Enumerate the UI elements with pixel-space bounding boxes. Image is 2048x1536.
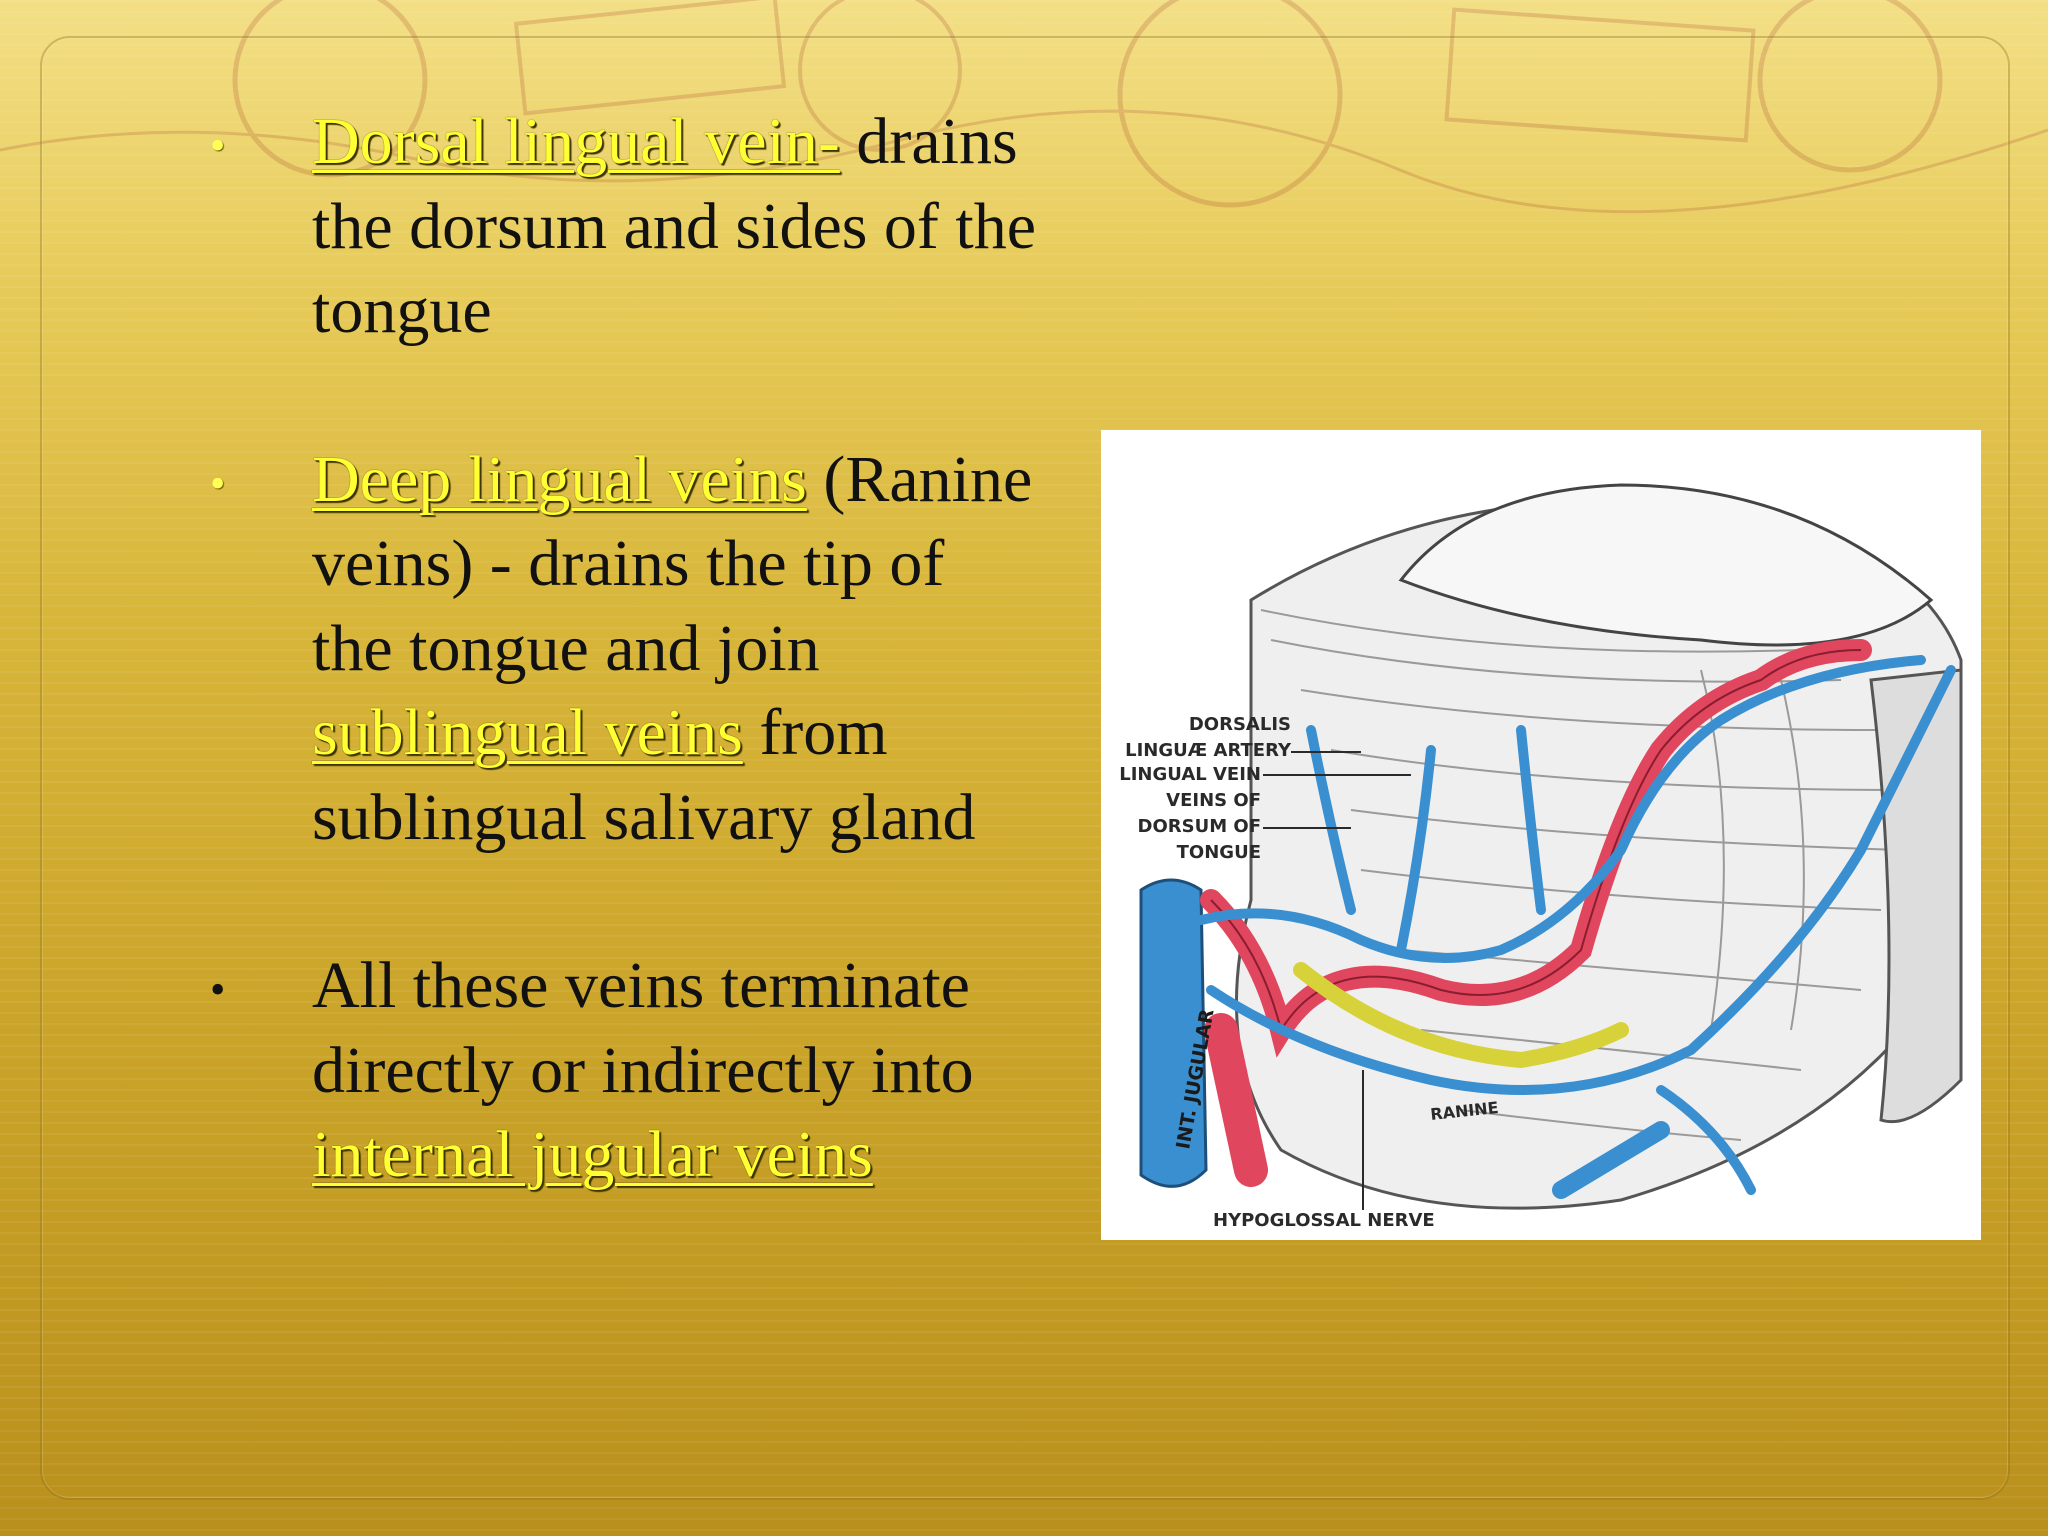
bullet-list: • Dorsal lingual vein- drains the dorsum… xyxy=(200,100,1040,1198)
label-dorsalis-linguae-artery: LINGUÆ ARTERY xyxy=(1125,740,1292,761)
bullet-text-after: drains the dorsum and sides of the tongu… xyxy=(312,105,1037,347)
label-tongue: TONGUE xyxy=(1177,842,1261,863)
bullet-text-after: from sublingual salivary gland xyxy=(312,696,976,854)
tongue-top-shape xyxy=(1398,483,1934,647)
bullet-item-deep-lingual-veins: • Deep lingual veins (Ranine veins) - dr… xyxy=(200,438,1040,861)
label-veins-of: VEINS OF xyxy=(1166,790,1261,811)
slide-frame xyxy=(40,36,2010,1500)
bullet-item-dorsal-lingual-vein: • Dorsal lingual vein- drains the dorsum… xyxy=(200,100,1040,354)
ranine-vein xyxy=(1206,665,1956,1095)
int-jugular-vein xyxy=(1139,878,1208,1188)
deep-lingual-veins-link[interactable]: Deep lingual veins xyxy=(312,442,807,516)
tongue-veins-illustration: DORSALIS LINGUÆ ARTERY LINGUAL VEIN VEIN… xyxy=(1101,430,1981,1240)
hypoglossal-nerve xyxy=(1293,962,1629,1069)
bullet-dot: • xyxy=(210,458,226,508)
bullet-dot: • xyxy=(210,121,226,170)
bullet-text: Dorsal lingual vein- drains the dorsum a… xyxy=(312,100,1040,354)
bullet-text: Deep lingual veins (Ranine veins) - drai… xyxy=(312,438,1040,861)
dorsal-lingual-vein-link[interactable]: Dorsal lingual vein- xyxy=(312,105,840,178)
sublingual-veins-link[interactable]: sublingual veins xyxy=(312,696,743,769)
bullet-item-all-veins: • All these veins terminate directly or … xyxy=(200,944,1040,1198)
lingual-vein xyxy=(1196,655,1926,963)
bullet-text: All these veins terminate directly or in… xyxy=(312,944,1040,1198)
bullet-text-mid: (Ranine veins) - drains the tip of the t… xyxy=(312,442,1033,685)
label-hypoglossal-nerve: HYPOGLOSSAL NERVE xyxy=(1213,1210,1435,1231)
postage-stamps-watermark xyxy=(0,0,2048,214)
bullet-text-before: All these veins terminate directly or in… xyxy=(312,949,974,1107)
bullet-dot: • xyxy=(210,965,226,1014)
label-dorsalis: DORSALIS xyxy=(1189,714,1291,735)
label-lingual-vein: LINGUAL VEIN xyxy=(1119,764,1261,785)
label-dorsum-of: DORSUM OF xyxy=(1138,816,1261,837)
internal-jugular-veins-link[interactable]: internal jugular veins xyxy=(312,1118,873,1191)
